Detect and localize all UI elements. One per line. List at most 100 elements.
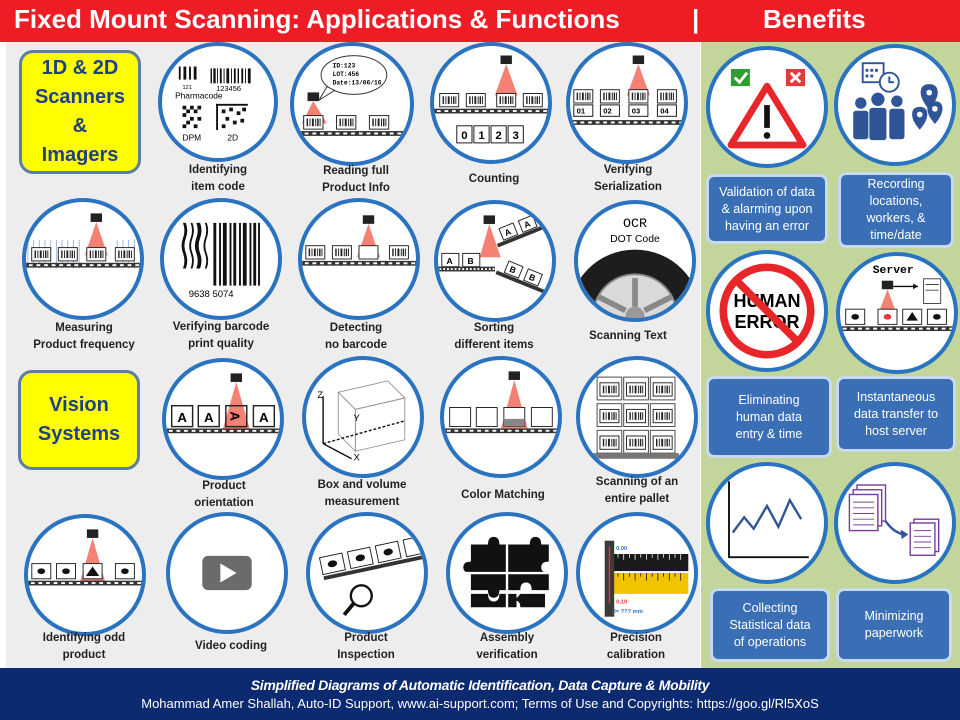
caption-line: Measuring — [55, 322, 113, 334]
category-vision-systems: Vision Systems — [18, 370, 140, 470]
benefit-line: Collecting — [742, 600, 798, 615]
caption-line: Product Info — [322, 182, 390, 194]
benefit-eliminating-human-entry: Eliminating human data entry & time — [706, 376, 832, 458]
paperwork-icon — [834, 462, 956, 584]
caption-line: no barcode — [325, 339, 387, 351]
caption-line: Verifying — [603, 164, 653, 176]
caption-line: Product — [202, 480, 246, 492]
category-label: & — [72, 115, 88, 137]
caption-line: Scanning of an — [595, 476, 679, 488]
precision-calibration-icon: 0.00 0.10 d= ??? mm — [576, 512, 698, 634]
verifying-serialization-icon: 01 02 03 04 — [566, 42, 688, 164]
svg-text:0: 0 — [461, 130, 467, 142]
svg-text:A: A — [228, 411, 243, 421]
caption-line: calibration — [606, 649, 666, 661]
benefit-line: of operations — [733, 634, 807, 649]
benefit-collecting-statistics: Collecting Statistical data of operation… — [710, 588, 830, 662]
category-label: Systems — [37, 423, 121, 445]
svg-text:ID:123: ID:123 — [333, 62, 356, 69]
caption-line: verification — [476, 649, 538, 661]
header-bar: Fixed Mount Scanning: Applications & Fun… — [0, 0, 960, 42]
benefit-minimizing-paperwork: Minimizing paperwork — [836, 588, 952, 662]
caption-product-inspection: Product Inspection — [296, 630, 436, 664]
caption-video-coding: Video coding — [161, 638, 301, 655]
caption-counting: Counting — [424, 171, 564, 188]
scanning-text-icon: OCR DOT Code — [574, 200, 696, 322]
svg-text:2: 2 — [495, 130, 501, 142]
benefits-title: Benefits — [763, 4, 866, 34]
caption-reading-full-product-info: Reading full Product Info — [286, 163, 426, 197]
validation-warning-icon — [706, 46, 828, 168]
identifying-odd-product-icon — [24, 514, 146, 636]
no-human-error-icon: HUMAN ERROR — [706, 250, 828, 372]
svg-text:03: 03 — [632, 106, 640, 115]
caption-box-volume-measurement: Box and volume measurement — [292, 477, 432, 511]
svg-text:121: 121 — [183, 85, 192, 91]
svg-text:1: 1 — [478, 130, 485, 142]
svg-text:A: A — [204, 410, 214, 425]
svg-text:2D: 2D — [227, 132, 238, 142]
counting-icon: 0 1 2 3 — [430, 42, 552, 164]
benefit-line: having an error — [724, 218, 810, 233]
identifying-item-code-icon: 121 123456 Pharmacode DPM 2D — [158, 42, 278, 162]
measuring-product-frequency-icon — [22, 198, 144, 320]
svg-text:Pharmacode: Pharmacode — [175, 90, 223, 100]
caption-identifying-odd-product: Identifying odd product — [14, 630, 154, 664]
footer-credits: Mohammad Amer Shallah, Auto-ID Support, … — [141, 696, 819, 711]
svg-text:d= ??? mm: d= ??? mm — [612, 609, 643, 615]
svg-text:0.10: 0.10 — [616, 599, 627, 605]
svg-text:123456: 123456 — [216, 84, 241, 93]
svg-text:DPM: DPM — [183, 132, 202, 142]
caption-line: print quality — [188, 338, 254, 350]
product-inspection-icon — [306, 512, 428, 634]
category-label: 1D & 2D — [41, 57, 119, 79]
caption-line: Box and volume — [317, 479, 407, 491]
caption-verifying-barcode-print-quality: Verifying barcode print quality — [151, 319, 291, 353]
benefit-line: Validation of data — [719, 184, 815, 199]
caption-line: Detecting — [329, 322, 383, 334]
footer-title: Simplified Diagrams of Automatic Identif… — [250, 677, 710, 693]
svg-text:OCR: OCR — [623, 216, 647, 231]
caption-line: Precision — [610, 632, 662, 644]
svg-text:A: A — [522, 219, 531, 231]
caption-line: Identifying odd — [42, 632, 126, 644]
svg-text:3: 3 — [513, 130, 519, 142]
scanning-entire-pallet-icon — [576, 356, 698, 478]
header-separator: | — [692, 4, 700, 34]
box-volume-measurement-icon: Z Y X — [302, 356, 424, 478]
caption-scanning-text: Scanning Text — [558, 328, 698, 345]
video-coding-icon — [166, 512, 288, 634]
svg-text:LOT:456: LOT:456 — [333, 71, 360, 78]
caption-measuring-product-frequency: Measuring Product frequency — [14, 320, 154, 354]
svg-text:A: A — [503, 226, 512, 238]
benefit-line: workers, & — [866, 211, 926, 225]
caption-line: Identifying — [188, 164, 248, 176]
svg-text:0.00: 0.00 — [616, 546, 627, 552]
caption-line: Counting — [468, 173, 520, 185]
benefit-line: data transfer to — [853, 406, 939, 421]
svg-text:04: 04 — [660, 106, 669, 115]
caption-line: entire pallet — [604, 493, 670, 505]
caption-line: Reading full — [323, 165, 389, 177]
benefit-line: time/date — [870, 228, 922, 242]
sorting-different-items-icon: A B A A B B — [434, 200, 556, 322]
svg-text:DOT Code: DOT Code — [610, 234, 660, 245]
category-label: Scanners — [34, 86, 126, 108]
benefit-line: entry & time — [735, 426, 803, 441]
caption-line: measurement — [324, 496, 400, 508]
caption-line: Color Matching — [461, 489, 545, 501]
caption-scanning-entire-pallet: Scanning of an entire pallet — [567, 474, 707, 508]
svg-text:01: 01 — [577, 106, 586, 115]
caption-assembly-verification: Assembly verification — [437, 630, 577, 664]
svg-text:Y: Y — [354, 413, 361, 424]
caption-sorting-different-items: Sorting different items — [424, 320, 564, 354]
benefit-recording-locations: Recording locations, workers, & time/dat… — [838, 172, 954, 248]
svg-text:B: B — [528, 272, 537, 284]
caption-line: Assembly — [479, 632, 535, 644]
svg-text:Date:13/06/16: Date:13/06/16 — [333, 80, 382, 87]
caption-line: Serialization — [594, 181, 662, 193]
category-scanners-imagers: 1D & 2D Scanners & Imagers — [19, 50, 141, 174]
caption-product-orientation: Product orientation — [154, 478, 294, 512]
benefit-line: Statistical data — [729, 617, 811, 632]
caption-detecting-no-barcode: Detecting no barcode — [286, 320, 426, 354]
